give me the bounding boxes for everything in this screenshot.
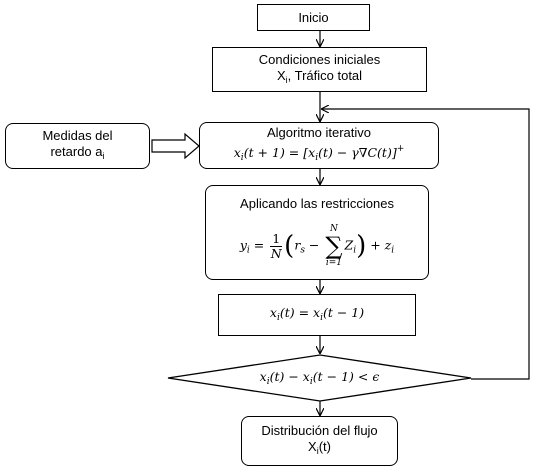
algoritmo-formula: xi(t + 1) = [xi(t) − γ∇C(t)]+ [233,144,405,163]
inicio-label: Inicio [298,9,329,25]
distribucion-line1: Distribución del flujo [261,423,378,438]
restricciones-title: Aplicando las restricciones [240,196,394,211]
medidas-line1: Medidas del [42,128,113,143]
distribucion-line2: Xi(t) [308,439,331,456]
decision-label: xi(t) − xi(t − 1) < ϵ [168,360,471,396]
decision-formula: xi(t) − xi(t − 1) < ϵ [259,369,380,387]
condiciones-line2: Xi, Tráfico total [276,67,363,85]
medidas-line2: retardo ai [50,144,105,161]
inicio-box: Inicio [257,4,370,31]
hollow-arrow-medidas [151,132,200,160]
medidas-retardo-box: Medidas del retardo ai [5,123,150,169]
asignacion-box: xi(t) = xi(t − 1) [218,294,416,336]
condiciones-iniciales-box: Condiciones iniciales Xi, Tráfico total [212,47,427,92]
distribucion-flujo-box: Distribución del flujo Xi(t) [241,416,398,466]
decision-diamond [167,354,472,402]
asignacion-formula: xi(t) = xi(t − 1) [269,304,365,323]
condiciones-line1: Condiciones iniciales [258,51,381,67]
edge-loop-back [322,109,530,380]
algoritmo-iterativo-box: Algoritmo iterativo xi(t + 1) = [xi(t) −… [199,122,439,169]
algoritmo-title: Algoritmo iterativo [266,125,372,140]
